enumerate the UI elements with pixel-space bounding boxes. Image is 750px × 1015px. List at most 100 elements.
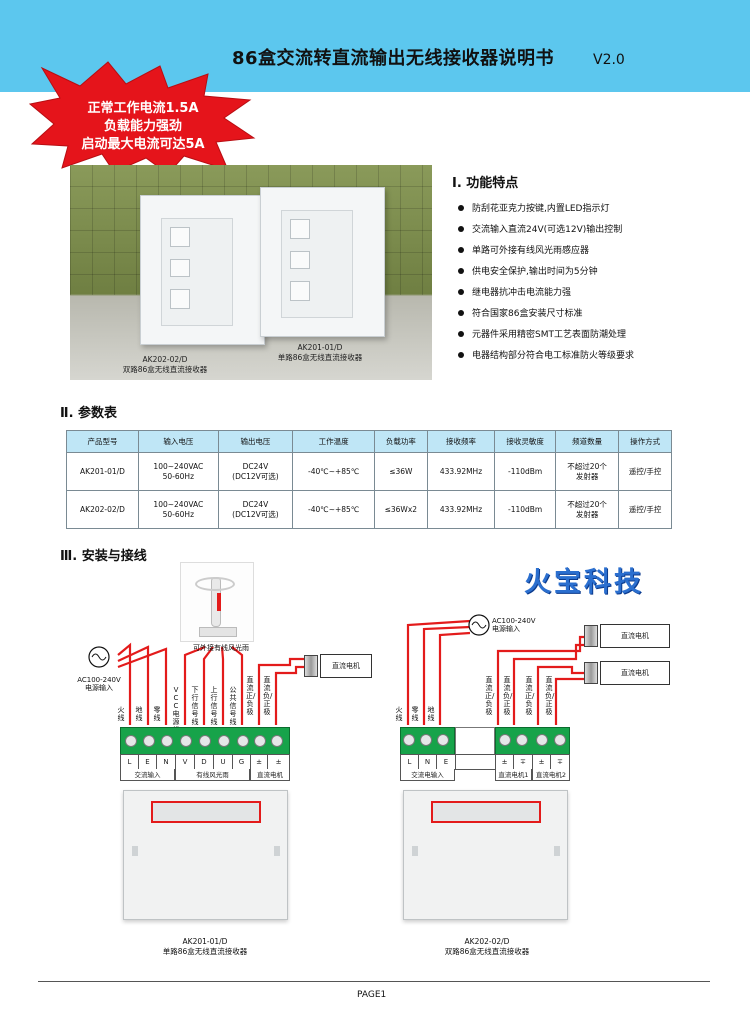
cell-operation: 遥控/手控 [618,490,672,529]
terminal-label-blank [456,755,496,769]
spec-header: 负载功率 [374,430,428,453]
terminal-screw-icon [420,734,432,746]
wire-m1-neg [512,643,584,725]
wire-label: 直流正/负极 [525,676,535,716]
spec-header-row: 产品型号 输入电压 输出电压 工作温度 负载功率 接收频率 接收灵敏度 频道数量… [66,430,672,453]
cell-line: 不超过20个 [567,461,607,471]
terminal-group: 直流电机2 [532,769,570,781]
wire-label: 上行信号线 [210,686,218,726]
caption-desc: 双路86盒无线直流接收器 [444,947,530,956]
spec-header: 工作温度 [292,430,376,453]
terminal-label: ± [251,755,268,769]
terminal-group: 交流输入 [120,769,175,781]
wire-m2-neg [554,677,584,725]
box-clip-icon [132,846,138,856]
wire-label: 直流正/负极 [485,676,495,716]
wire-label: 下行信号线 [191,686,199,726]
cell-sensitivity: -110dBm [494,490,556,529]
cell-line: DC24V [242,499,269,509]
left-terminal-labels: L E N V D U G ± ± [120,754,290,770]
terminal-group: 直流电机 [250,769,290,781]
feature-item: 电器结构部分符合电工标准防火等级要求 [456,350,634,371]
box-clip-icon [274,846,280,856]
cell-operation: 遥控/手控 [618,452,672,491]
wire-common [231,646,244,725]
terminal-label: ± [496,755,514,769]
left-terminal-block [120,727,290,755]
spec-table: 产品型号 输入电压 输出电压 工作温度 负载功率 接收频率 接收灵敏度 频道数量… [66,430,672,529]
box-clip-icon [412,846,418,856]
right-terminal-labels: L N E ± ∓ ± ∓ [400,754,570,770]
box-clip-icon [554,846,560,856]
wire-label: 零线 [411,706,419,722]
feature-item: 供电安全保护,输出时间为5分钟 [456,266,634,287]
ac-wave-icon [91,653,107,661]
sensor-base-icon [199,627,237,637]
right-motor-2: 直流电机 [600,661,670,685]
motor-head-icon [584,625,598,647]
cell-temperature: -40℃~+85℃ [292,490,376,529]
ac-wave-glyphs [91,621,487,661]
wire-label: 直流负/正极 [503,676,513,716]
terminal-label: G [233,755,251,769]
cell-line: DC24V [242,461,269,471]
wind-sensor-photo [180,562,254,642]
terminal-screw-icon [199,735,211,747]
cell-model: AK201-01/D [66,452,139,491]
right-box-caption: AK202-02/D 双路86盒无线直流接收器 [422,937,552,957]
left-wires [117,642,304,725]
wire-earth [438,631,471,725]
terminal-screw-icon [218,735,230,747]
cell-load: ≤36Wx2 [374,490,428,529]
caption-model: AK202-02/D [464,937,510,946]
cell-line: 100~240VAC [153,499,204,509]
wire-motor-neg [274,665,304,725]
key-down-icon [290,281,310,301]
terminal-screw-icon [499,734,511,746]
photo-caption-left: AK202-02/D 双路86盒无线直流接收器 [100,355,230,375]
right-terminal-block [400,727,570,755]
features-list: 防刮花亚克力按键,内置LED指示灯 交流输入直流24V(可选12V)输出控制 单… [456,203,634,371]
spec-header: 接收灵敏度 [494,430,556,453]
terminal-screw-icon [403,734,415,746]
cell-temperature: -40℃~+85℃ [292,452,376,491]
feature-item: 继电器抗冲击电流能力强 [456,287,634,308]
wire-label: 公共信号线 [229,686,237,726]
product-photo: AK202-02/D 双路86盒无线直流接收器 AK201-01/D 单路86盒… [70,165,432,380]
switch-plate-left [140,195,265,345]
wire-label: 零线 [153,706,161,722]
cell-output-voltage: DC24V(DC12V可选) [217,490,294,529]
caption-right-desc: 单路86盒无线直流接收器 [277,353,363,362]
plate-keypad-left [161,218,233,326]
sensor-cups-icon [195,577,235,591]
wire-label: 直流负/正极 [263,676,273,716]
feature-item: 元器件采用精密SMT工艺表面防潮处理 [456,329,634,350]
cell-sensitivity: -110dBm [494,452,556,491]
terminal-label: ∓ [514,755,533,769]
feature-item: 符合国家86盒安装尺寸标准 [456,308,634,329]
document-title: 86盒交流转直流输出无线接收器说明书 [232,48,555,69]
cell-output-voltage: DC24V(DC12V可选) [217,452,294,491]
terminal-label: L [401,755,419,769]
install-title: Ⅲ. 安装与接线 [60,549,147,564]
cell-model: AK202-02/D [66,490,139,529]
wire-down [202,646,214,725]
cell-line: 发射器 [575,471,599,481]
terminal-label: V [176,755,195,769]
wire-neutral [422,625,471,725]
header-band: 86盒交流转直流输出无线接收器说明书 V2.0 [0,0,750,92]
burst-line-1: 正常工作电流1.5A [87,101,199,116]
wire-label: 地线 [135,706,143,722]
spec-title: Ⅱ. 参数表 [60,406,118,421]
terminal-screw-icon [536,734,548,746]
brand-logo-text: 火宝科技 [524,567,644,598]
terminal-label: N [157,755,176,769]
ac-wave-icon [471,621,487,629]
right-wires [406,619,584,725]
cell-line: (DC12V可选) [232,471,279,481]
key-up-icon [170,227,190,247]
terminal-screw-icon [516,734,528,746]
footer-divider [38,981,710,982]
caption-left-desc: 双路86盒无线直流接收器 [122,365,208,374]
